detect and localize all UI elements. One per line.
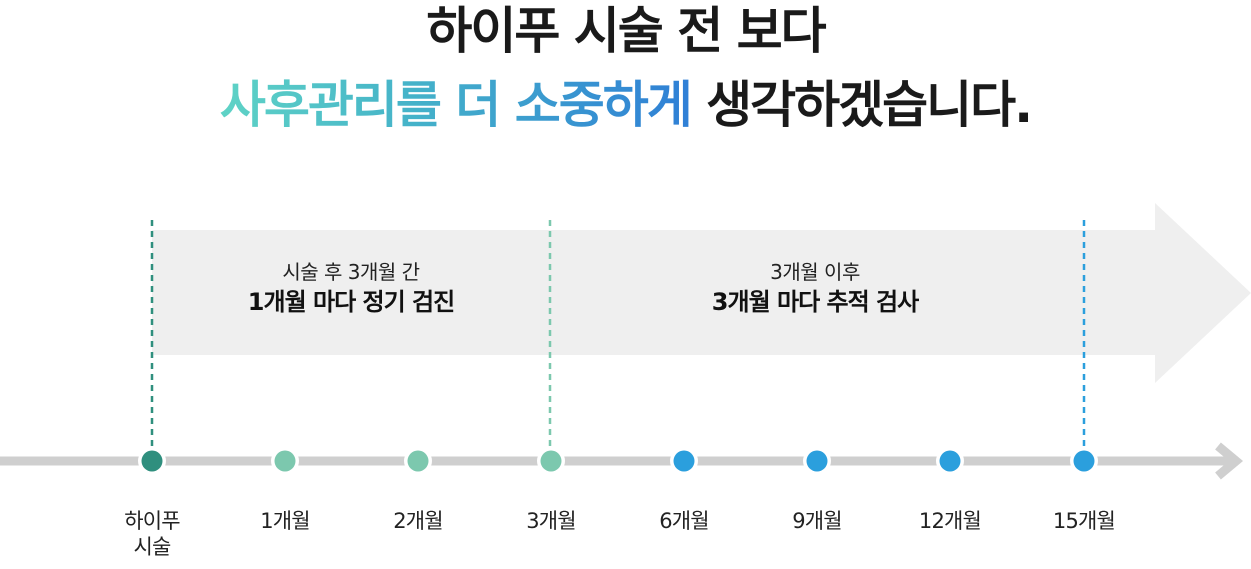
timeline-label: 하이푸 시술	[124, 509, 180, 560]
timeline-dot	[141, 450, 163, 472]
period-band-arrow	[152, 203, 1251, 383]
timeline-dot	[1073, 450, 1095, 472]
headline-line-2: 사후관리를 더 소중하게 생각하겠습니다.	[0, 80, 1251, 130]
headline-rest: 생각하겠습니다.	[690, 76, 1033, 134]
timeline-label: 1개월	[260, 509, 310, 533]
band-subtitle: 시술 후 3개월 간	[282, 260, 420, 284]
timeline-label: 6개월	[659, 509, 709, 533]
timeline-dot	[673, 450, 695, 472]
timeline-label: 2개월	[393, 509, 443, 533]
band-label-second-period: 3개월 이후 3개월 마다 추적 검사	[615, 260, 1015, 317]
timeline-dot	[407, 450, 429, 472]
timeline-label: 12개월	[918, 509, 982, 533]
timeline-dot	[274, 450, 296, 472]
timeline-dot	[806, 450, 828, 472]
timeline-label: 9개월	[792, 509, 842, 533]
timeline-arrowhead	[1215, 442, 1244, 480]
band-label-first-period: 시술 후 3개월 간 1개월 마다 정기 검진	[151, 260, 551, 317]
timeline-dot	[540, 450, 562, 472]
band-title: 3개월 마다 추적 검사	[711, 288, 919, 316]
timeline-label: 3개월	[526, 509, 576, 533]
band-title: 1개월 마다 정기 검진	[247, 288, 455, 316]
headline-highlight: 사후관리를 더 소중하게	[219, 76, 693, 134]
band-subtitle: 3개월 이후	[770, 260, 860, 284]
timeline-dot	[939, 450, 961, 472]
timeline-label: 15개월	[1052, 509, 1116, 533]
headline-line-1: 하이푸 시술 전 보다	[426, 2, 826, 60]
